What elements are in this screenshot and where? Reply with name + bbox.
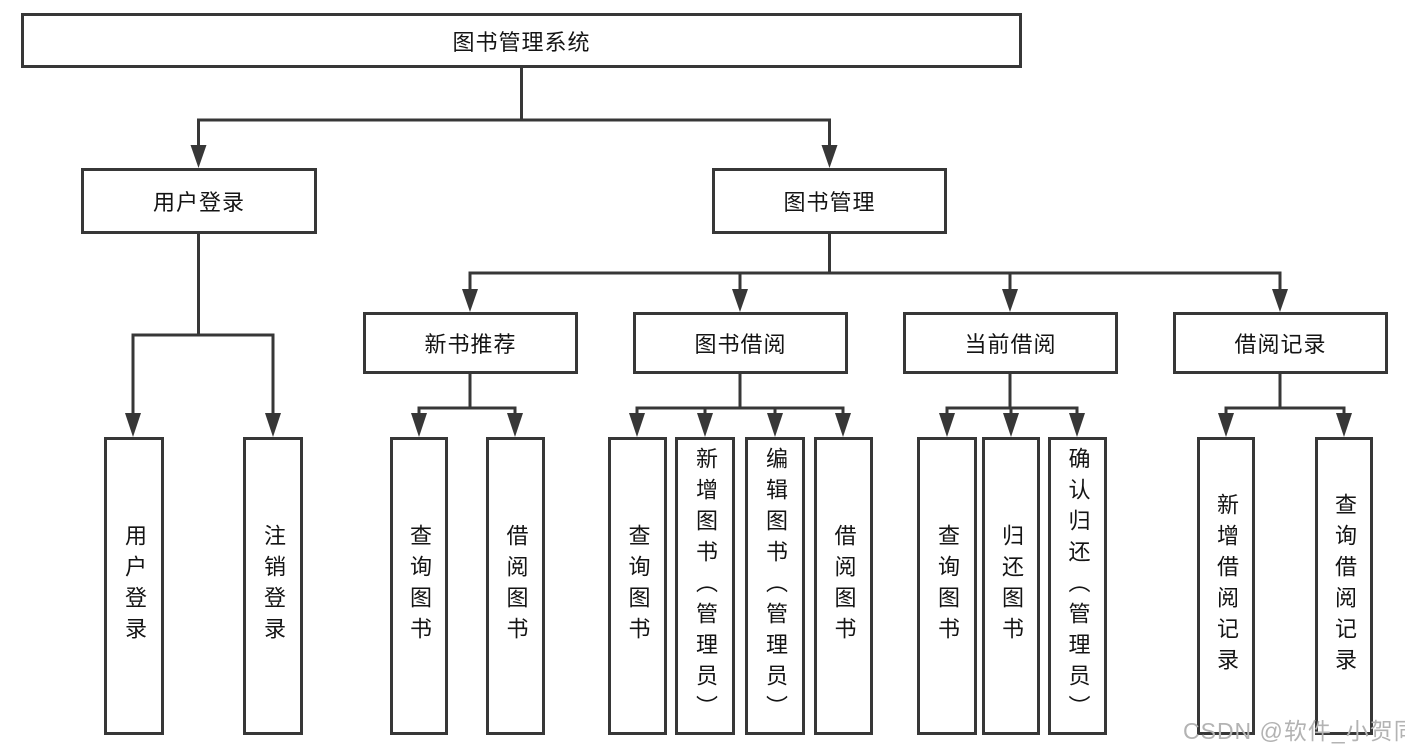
node-label: 图书借阅 [694, 332, 787, 357]
node-library-management-system: 图书管理系统 [21, 13, 1022, 68]
node-label: 确认归还（管理员） [1065, 446, 1091, 726]
node-label: 查询图书 [625, 524, 651, 648]
node-borrowing-records: 借阅记录 [1173, 312, 1388, 374]
node-label: 借阅记录 [1234, 332, 1327, 357]
node-label: 查询借阅记录 [1332, 493, 1357, 679]
leaf-logout: 注销登录 [243, 437, 303, 735]
node-label: 新增图书（管理员） [693, 446, 718, 726]
node-new-book-recommendation: 新书推荐 [363, 312, 578, 374]
leaf-query-books: 查询图书 [390, 437, 448, 735]
leaf-edit-book-admin: 编辑图书（管理员） [745, 437, 805, 735]
node-label: 注销登录 [261, 524, 286, 648]
node-book-management: 图书管理 [712, 168, 947, 234]
node-user-login: 用户登录 [81, 168, 317, 234]
node-label: 图书管理系统 [452, 29, 591, 55]
leaf-user-login: 用户登录 [104, 437, 164, 735]
node-label: 新书推荐 [424, 332, 517, 357]
leaf-borrow-books: 借阅图书 [486, 437, 545, 735]
leaf-add-book-admin: 新增图书（管理员） [675, 437, 735, 735]
leaf-borrow-books: 借阅图书 [814, 437, 873, 735]
leaf-query-borrow-record: 查询借阅记录 [1315, 437, 1373, 735]
leaf-confirm-return-admin: 确认归还（管理员） [1048, 437, 1107, 735]
node-label: 新增借阅记录 [1214, 493, 1239, 679]
leaf-return-books: 归还图书 [982, 437, 1040, 735]
connector-path [131, 68, 1346, 417]
leaf-query-books: 查询图书 [608, 437, 667, 735]
watermark: CSDN @软件_小贺同学 [1183, 718, 1405, 744]
node-label: 借阅图书 [831, 524, 857, 648]
node-label: 查询图书 [407, 524, 432, 648]
node-label: 查询图书 [935, 524, 960, 648]
arrowhead-icons [125, 145, 1352, 437]
node-label: 图书管理 [783, 190, 876, 215]
leaf-add-borrow-record: 新增借阅记录 [1197, 437, 1255, 735]
node-label: 归还图书 [999, 524, 1024, 648]
leaf-query-books: 查询图书 [917, 437, 977, 735]
node-book-borrowing: 图书借阅 [633, 312, 848, 374]
node-label: 编辑图书（管理员） [763, 446, 788, 726]
node-label: 当前借阅 [964, 332, 1057, 357]
node-label: 借阅图书 [503, 524, 529, 648]
node-label: 用户登录 [152, 190, 245, 215]
node-current-borrowing: 当前借阅 [903, 312, 1118, 374]
node-label: 用户登录 [122, 524, 147, 648]
